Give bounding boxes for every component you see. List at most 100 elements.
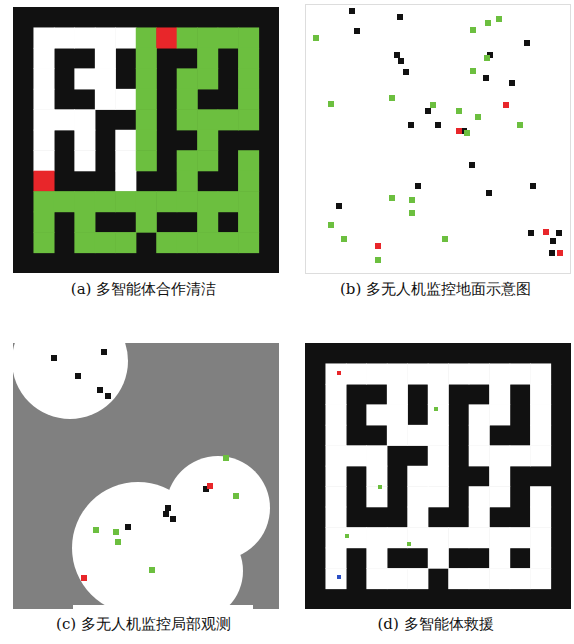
- uav-dot: [207, 483, 213, 489]
- maze-cell: [530, 548, 551, 569]
- target-dot: [517, 122, 523, 128]
- maze-cell: [489, 527, 510, 548]
- uav-dot: [503, 102, 509, 108]
- maze-cell: [197, 48, 218, 69]
- maze-cell: [33, 48, 54, 69]
- maze-cell: [428, 548, 449, 569]
- obstacle-dot: [403, 69, 409, 75]
- target-dot: [93, 527, 99, 533]
- target-dot: [233, 493, 239, 499]
- maze-cell: [407, 527, 428, 548]
- maze-cell: [218, 191, 239, 212]
- uav-local-observation: [13, 343, 279, 609]
- maze-cell: [33, 171, 54, 192]
- maze-cell: [407, 425, 428, 446]
- maze-cell: [428, 404, 449, 425]
- maze-cell: [448, 568, 469, 589]
- maze-cell: [428, 527, 449, 548]
- target-dot: [389, 195, 395, 201]
- maze-cell: [325, 527, 346, 548]
- maze-cell: [95, 89, 116, 110]
- maze-cell: [387, 527, 408, 548]
- obstacle-dot: [170, 516, 176, 522]
- maze-cell: [74, 232, 95, 253]
- maze-cell: [238, 109, 259, 130]
- maze-cell: [115, 171, 136, 192]
- maze-cell: [95, 27, 116, 48]
- victim-dot: [345, 534, 349, 538]
- obstacle-dot: [398, 58, 404, 64]
- maze-cell: [325, 445, 346, 466]
- obstacle-dot: [101, 349, 107, 355]
- maze-cell: [177, 109, 198, 130]
- maze-cell: [74, 130, 95, 151]
- uav-dot: [81, 575, 87, 581]
- maze-cell: [366, 486, 387, 507]
- target-dot: [456, 108, 462, 114]
- maze-cell: [469, 445, 490, 466]
- maze-cell: [366, 548, 387, 569]
- maze-cell: [136, 130, 157, 151]
- target-dot: [470, 68, 476, 74]
- maze-cell: [325, 486, 346, 507]
- maze-cell: [530, 425, 551, 446]
- exit-dot: [337, 575, 341, 579]
- victim-dot: [378, 485, 382, 489]
- maze-cell: [489, 363, 510, 384]
- target-dot: [464, 130, 470, 136]
- maze-cell: [407, 486, 428, 507]
- target-dot: [328, 101, 334, 107]
- maze-cell: [469, 568, 490, 589]
- panel-caption: (a) 多智能体合作清洁: [0, 280, 287, 299]
- maze-cell: [387, 384, 408, 405]
- maze-cell: [469, 507, 490, 528]
- maze-cell: [197, 232, 218, 253]
- maze-cell: [136, 191, 157, 212]
- maze-cell: [325, 425, 346, 446]
- maze-cell: [530, 568, 551, 589]
- maze-cell: [238, 232, 259, 253]
- maze-cell: [407, 507, 428, 528]
- maze-cell: [177, 232, 198, 253]
- maze-cell: [238, 27, 259, 48]
- maze-wall: [13, 7, 279, 273]
- cleaning-maze: [13, 7, 279, 273]
- panel-caption: (d) 多智能体救援: [292, 615, 574, 634]
- target-dot: [409, 210, 415, 216]
- maze-cell: [177, 68, 198, 89]
- maze-cell: [33, 109, 54, 130]
- maze-cell: [33, 150, 54, 171]
- maze-cell: [33, 212, 54, 233]
- maze-cell: [407, 568, 428, 589]
- maze-cell: [407, 466, 428, 487]
- maze-cell: [489, 466, 510, 487]
- target-dot: [375, 257, 381, 263]
- obstacle-dot: [549, 250, 555, 256]
- uav-dot: [375, 243, 381, 249]
- obstacle-dot: [394, 52, 400, 58]
- maze-cell: [238, 212, 259, 233]
- maze-cell: [238, 68, 259, 89]
- obstacle-dot: [528, 230, 534, 236]
- target-dot: [475, 114, 481, 120]
- target-dot: [115, 539, 121, 545]
- maze-cell: [469, 486, 490, 507]
- rescuer-dot: [337, 371, 341, 375]
- obstacle-dot: [165, 505, 171, 511]
- maze-cell: [325, 568, 346, 589]
- maze-cell: [74, 150, 95, 171]
- maze-cell: [489, 404, 510, 425]
- maze-cell: [238, 89, 259, 110]
- maze-cell: [366, 568, 387, 589]
- maze-cell: [346, 527, 367, 548]
- obstacle-dot: [556, 230, 562, 236]
- observed-area: [73, 605, 253, 609]
- maze-cell: [325, 466, 346, 487]
- obstacle-dot: [51, 355, 57, 361]
- maze-cell: [238, 48, 259, 69]
- maze-cell: [510, 363, 531, 384]
- rescue-maze: [305, 343, 571, 609]
- maze-cell: [469, 404, 490, 425]
- maze-cell: [428, 486, 449, 507]
